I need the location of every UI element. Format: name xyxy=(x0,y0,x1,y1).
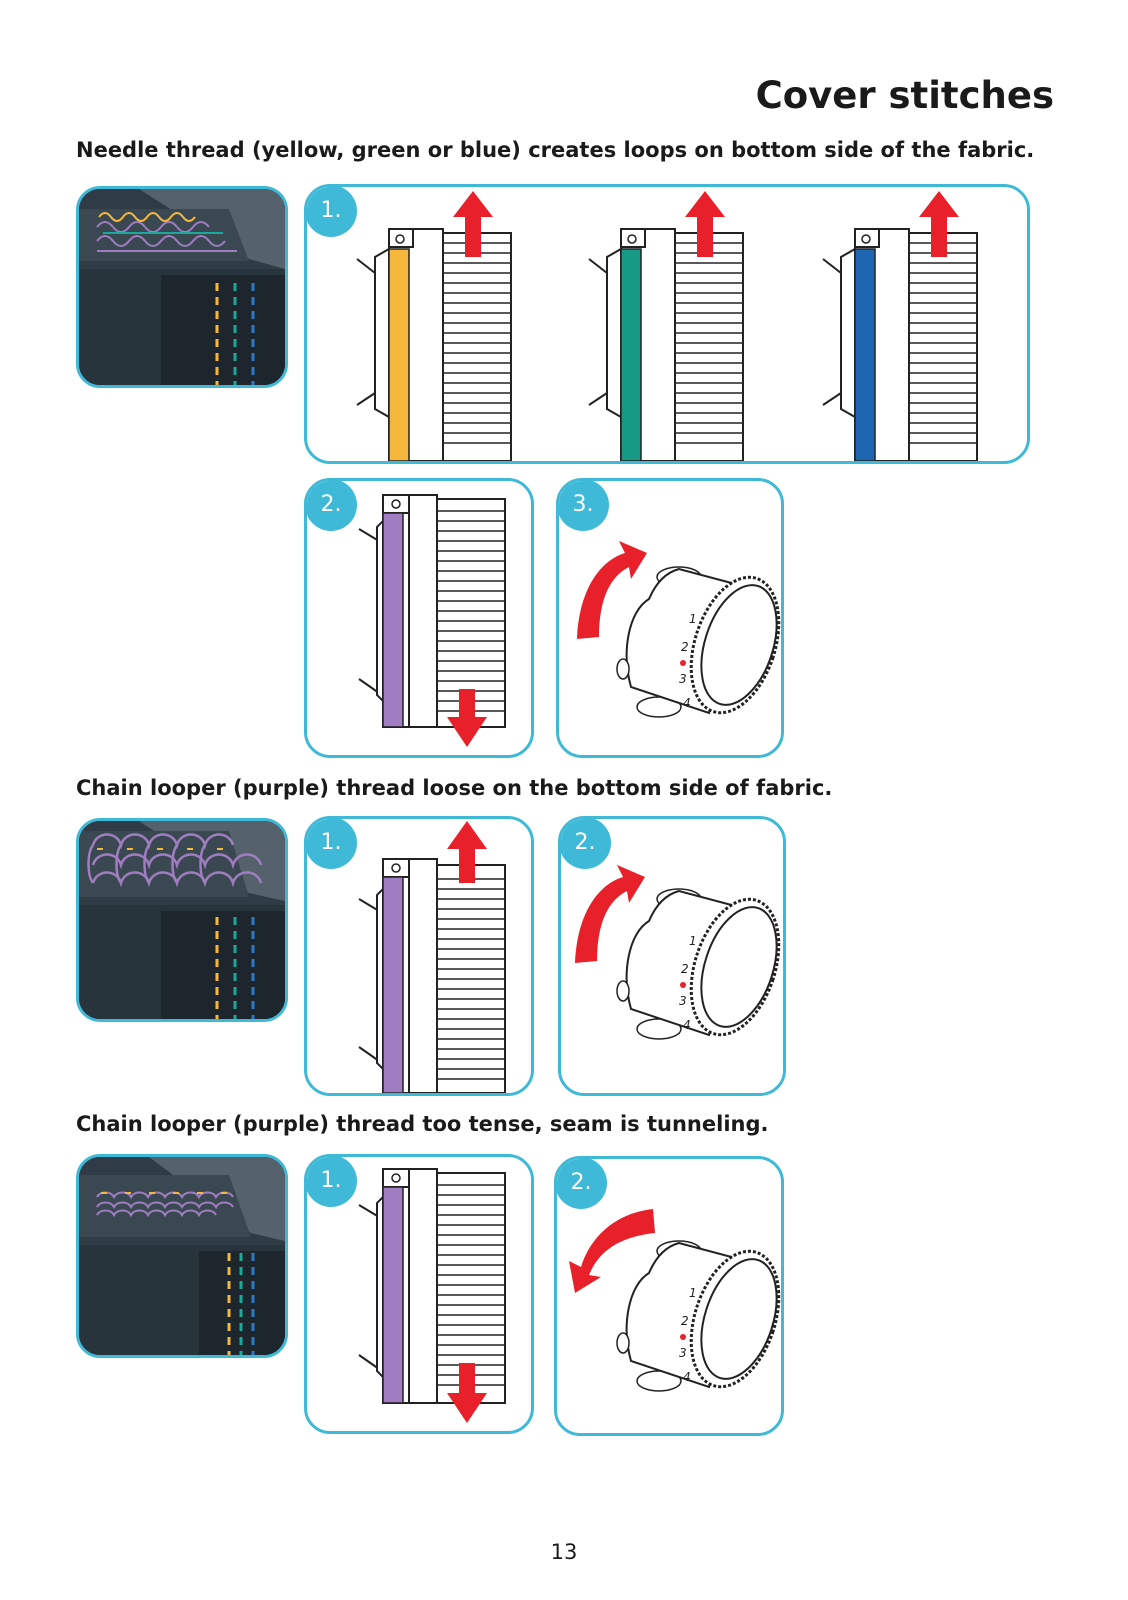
dial-mark: 1 xyxy=(689,612,697,626)
page-number: 13 xyxy=(550,1540,578,1564)
dial-mark: 3 xyxy=(679,672,687,686)
fabric-illustration-tunneling xyxy=(76,1154,288,1358)
section-1-caption: Needle thread (yellow, green or blue) cr… xyxy=(76,138,1035,162)
step-panel-differential-dial: 3. 1 2 3 4 xyxy=(556,478,784,758)
dial-mark: 4 xyxy=(683,1370,691,1384)
page-title: Cover stitches xyxy=(755,74,1054,117)
dial-mark: 4 xyxy=(683,696,691,710)
dial-mark: 2 xyxy=(681,962,689,976)
step-badge: 1. xyxy=(307,187,357,237)
dial-mark: 1 xyxy=(689,934,697,948)
dial-mark: 4 xyxy=(683,1018,691,1032)
step-panel-tighten-needle-tension: 1. xyxy=(304,184,1030,464)
step-badge: 2. xyxy=(561,819,611,869)
dial-mark: 3 xyxy=(679,1346,687,1360)
step-badge: 1. xyxy=(307,819,357,869)
section-3-caption: Chain looper (purple) thread too tense, … xyxy=(76,1112,769,1136)
dial-mark: 2 xyxy=(681,640,689,654)
step-badge: 1. xyxy=(307,1157,357,1207)
step-panel-differential-dial: 2. 1 2 3 4 xyxy=(558,816,786,1096)
fabric-illustration-needle-loops xyxy=(76,186,288,388)
step-panel-differential-dial-back: 2. 1 2 3 4 xyxy=(554,1156,784,1436)
dial-mark: 1 xyxy=(689,1286,697,1300)
step-panel-loosen-looper-tension: 1. xyxy=(304,1154,534,1434)
step-panel-loosen-looper-tension: 2. xyxy=(304,478,534,758)
step-badge: 3. xyxy=(559,481,609,531)
section-2-caption: Chain looper (purple) thread loose on th… xyxy=(76,776,833,800)
step-panel-tighten-looper-tension: 1. xyxy=(304,816,534,1096)
dial-mark: 2 xyxy=(681,1314,689,1328)
dial-mark: 3 xyxy=(679,994,687,1008)
step-badge: 2. xyxy=(307,481,357,531)
step-badge: 2. xyxy=(557,1159,607,1209)
fabric-illustration-loose-looper xyxy=(76,818,288,1022)
